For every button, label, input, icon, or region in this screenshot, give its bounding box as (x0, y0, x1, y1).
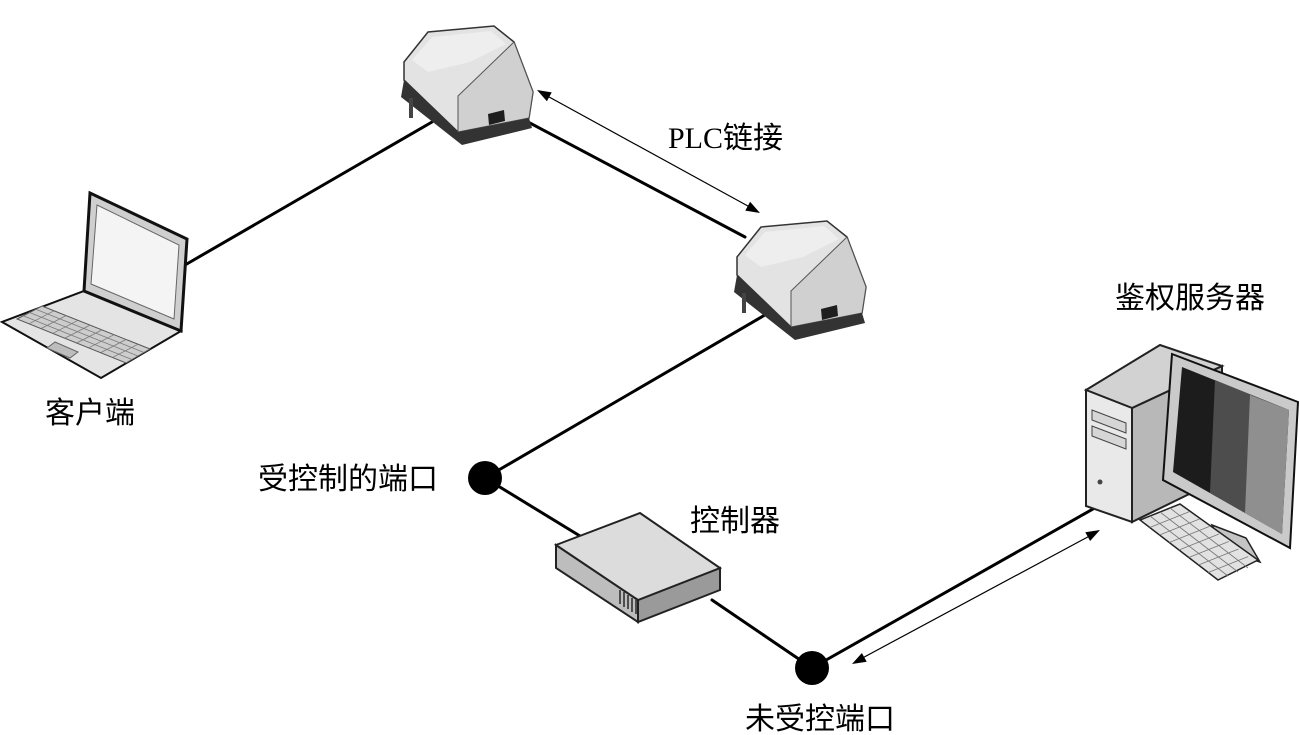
link-client-to-plc-adapter-1 (183, 120, 434, 267)
link-uncontrolled-port-to-auth-server (810, 503, 1102, 670)
link-plc-adapter-1-to-plc-adapter-2 (526, 120, 747, 239)
laptop-keys (23, 308, 145, 360)
plc-adapter-1-icon (401, 25, 534, 145)
auth-traffic-arrow (852, 530, 1100, 664)
adapter-top-highlight (412, 31, 506, 72)
arrow-head-right (745, 201, 760, 213)
plc-adapter-2-icon (734, 220, 867, 340)
laptop-screen (90, 204, 180, 320)
computer-keyboard-keys (1149, 507, 1249, 577)
arrow-head-left (852, 652, 867, 664)
auth-traffic-arrow-line (854, 531, 1098, 663)
link-controlled-port-to-controller (483, 476, 582, 538)
plc-link-arrow (537, 90, 760, 213)
adapter-ethernet-port (488, 110, 505, 125)
switch-vents (619, 590, 637, 614)
network-switch-icon (553, 511, 723, 624)
adapter-ethernet-port (821, 305, 838, 320)
uncontrolled-port-label: 未受控端口 (745, 703, 895, 735)
adapter-side-face (457, 41, 534, 133)
tower-drive-bay-1 (1091, 409, 1127, 434)
auth-server-label: 鉴权服务器 (1115, 282, 1265, 315)
switch-top-face (553, 511, 723, 602)
tower-drive-bay-2 (1091, 425, 1127, 450)
uncontrolled-port-dot (795, 651, 829, 685)
arrow-head-right (1085, 530, 1100, 542)
adapter-plug-prong (409, 98, 413, 118)
plc-link-label: PLC链接 (668, 122, 783, 155)
client-label: 客户端 (45, 397, 135, 430)
adapter-base-band (401, 80, 532, 145)
monitor-screen-shade-2 (1245, 395, 1289, 534)
laptop-icon (0, 190, 189, 380)
laptop-touchpad (46, 341, 79, 359)
adapter-base-band (734, 275, 865, 340)
connections (183, 120, 1102, 670)
adapter-top-highlight (745, 226, 839, 267)
arrow-head-left (537, 90, 552, 102)
plc-link-arrow-line (539, 91, 758, 212)
controller-label: 控制器 (690, 505, 780, 538)
tower-power-button (1097, 479, 1103, 485)
tower-front-face (1085, 388, 1133, 524)
desktop-computer-icon (1083, 343, 1300, 581)
adapter-plug-prong (742, 293, 746, 313)
adapter-side-face (790, 236, 867, 328)
link-controller-to-uncontrolled-port (710, 598, 814, 670)
link-plc-adapter-2-to-controlled-port (483, 310, 772, 480)
controlled-port-dot (468, 461, 502, 495)
controlled-port-label: 受控制的端口 (258, 463, 438, 496)
